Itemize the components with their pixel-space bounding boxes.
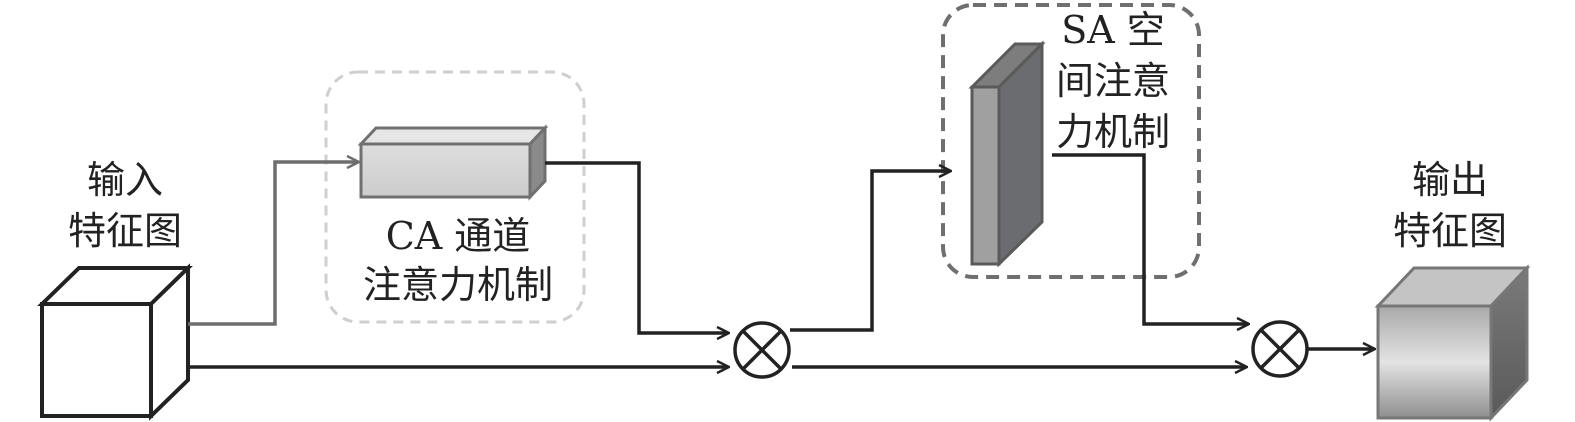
ca-label-line1: CA 通道 xyxy=(386,214,531,258)
arrow-input-to-ca xyxy=(188,162,358,326)
sa-label-line3: 力机制 xyxy=(1056,110,1170,154)
multiply-icon xyxy=(1251,320,1309,378)
ca-label-line2: 注意力机制 xyxy=(363,263,553,307)
output-label-line1: 输出 xyxy=(1412,158,1488,202)
sa-label-line2: 间注意 xyxy=(1056,59,1170,103)
output-feature-cube xyxy=(1374,264,1531,422)
ca-block xyxy=(357,124,549,201)
sa-module-box xyxy=(941,3,1201,279)
sa-block xyxy=(968,40,1046,268)
multiply-icon xyxy=(733,321,791,379)
arrow-ca-to-multiply1 xyxy=(545,161,728,333)
input-feature-cube xyxy=(37,263,193,421)
ca-module-box xyxy=(324,70,586,324)
arrow-sa-to-multiply2 xyxy=(1052,153,1248,324)
arrow-multiply1-to-sa xyxy=(790,171,950,332)
input-label-line1: 输入 xyxy=(87,158,163,202)
sa-label-line1: SA 空 xyxy=(1061,8,1165,52)
input-label-line2: 特征图 xyxy=(68,209,182,253)
output-label-line2: 特征图 xyxy=(1393,209,1507,253)
